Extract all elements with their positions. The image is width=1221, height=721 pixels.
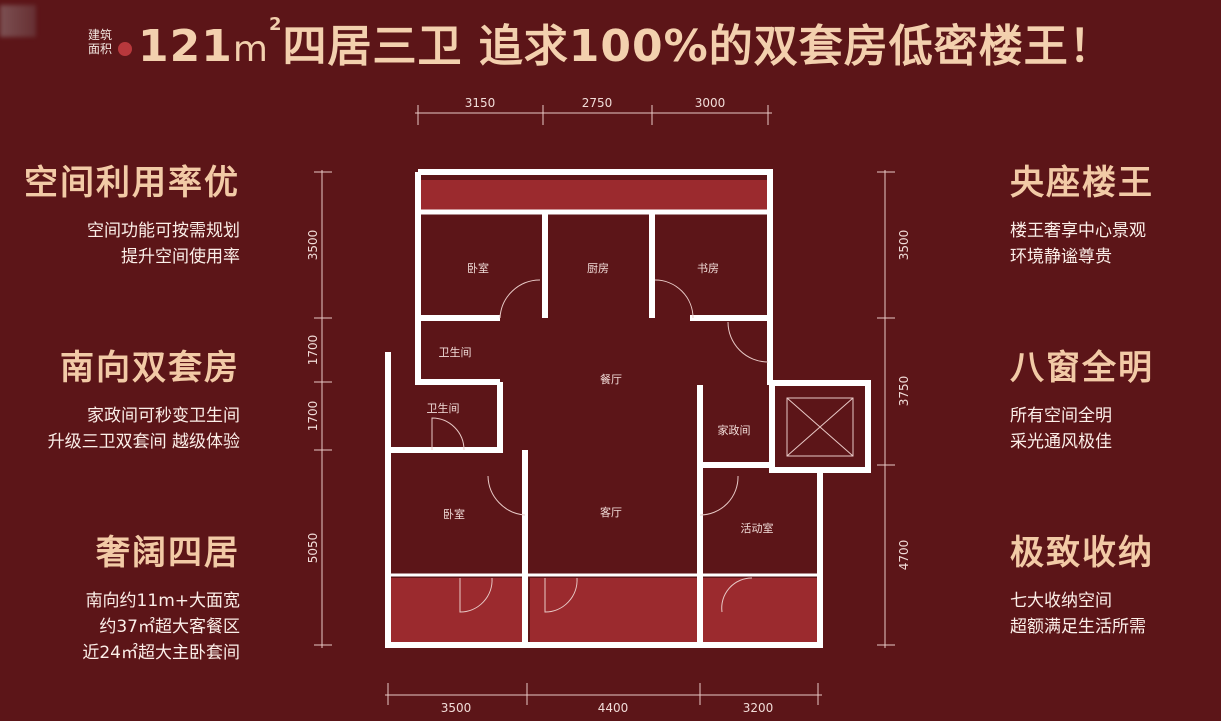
dim-top-3: 3000 (695, 96, 726, 110)
feature-space-efficiency: 空间利用率优 空间功能可按需规划 提升空间使用率 (0, 155, 240, 270)
dim-right-3: 4700 (897, 540, 911, 571)
feature-line: 环境静谧尊贵 (1010, 247, 1112, 267)
seal-icon (118, 42, 132, 56)
feature-heading: 极致收纳 (1010, 533, 1154, 573)
dim-right-1: 3500 (897, 230, 911, 261)
feature-line: 超额满足生活所需 (1010, 617, 1146, 637)
room-bathroom-2: 卫生间 (427, 401, 460, 415)
room-bathroom-1: 卫生间 (439, 345, 472, 359)
feature-line: 近24㎡超大主卧套间 (82, 643, 240, 663)
feature-line: 楼王奢享中心景观 (1010, 221, 1146, 241)
dimension-lines (314, 105, 895, 705)
area-label-line2: 面积 (88, 42, 113, 56)
room-study: 书房 (697, 262, 719, 275)
title-headline: 121m2四居三卫 追求100%的双套房低密楼王！ (138, 10, 1114, 74)
title-sup: 2 (268, 14, 283, 35)
feature-heading: 奢阔四居 (96, 533, 240, 573)
title-number: 121 (138, 21, 233, 72)
feature-south-suites: 南向双套房 家政间可秒变卫生间 升级三卫双套间 越级体验 (0, 340, 240, 455)
feature-heading: 南向双套房 (60, 348, 240, 388)
area-label: 建筑面积 (88, 28, 116, 56)
dim-left-3: 1700 (306, 401, 320, 432)
room-activity: 活动室 (741, 521, 774, 535)
feature-line: 所有空间全明 (1010, 406, 1112, 426)
dim-left-1: 3500 (306, 230, 320, 261)
room-kitchen: 厨房 (587, 262, 609, 275)
room-housekeeping: 家政间 (718, 423, 751, 437)
feature-line: 南向约11m+大面宽 (85, 591, 240, 611)
dim-top-2: 2750 (582, 96, 613, 110)
dim-left-2: 1700 (306, 335, 320, 366)
feature-line: 空间功能可按需规划 (87, 221, 240, 241)
feature-heading: 八窗全明 (1010, 348, 1154, 388)
feature-heading: 央座楼王 (1010, 163, 1154, 203)
room-bedroom-south: 卧室 (443, 507, 465, 521)
feature-line: 采光通风极佳 (1010, 432, 1112, 452)
title-unit: m (232, 29, 269, 70)
feature-eight-windows: 八窗全明 所有空间全明 采光通风极佳 (1010, 340, 1221, 455)
area-label-line1: 建筑 (88, 28, 113, 42)
page-title: 建筑面积 121m2四居三卫 追求100%的双套房低密楼王！ (88, 10, 1114, 74)
feature-four-rooms: 奢阔四居 南向约11m+大面宽 约37㎡超大客餐区 近24㎡超大主卧套间 (0, 525, 240, 666)
dim-top-1: 3150 (465, 96, 496, 110)
room-bedroom-north: 卧室 (467, 261, 489, 275)
feature-line: 升级三卫双套间 越级体验 (47, 432, 240, 452)
walls (385, 169, 871, 648)
dim-bottom-1: 3500 (441, 701, 472, 715)
feature-storage: 极致收纳 七大收纳空间 超额满足生活所需 (1010, 525, 1221, 640)
dim-left-4: 5050 (306, 533, 320, 564)
feature-heading: 空间利用率优 (24, 163, 240, 203)
room-dining: 餐厅 (600, 372, 622, 386)
feature-central-building: 央座楼王 楼王奢享中心景观 环境静谧尊贵 (1010, 155, 1221, 270)
dim-bottom-2: 4400 (598, 701, 629, 715)
dim-bottom-3: 3200 (743, 701, 774, 715)
dim-right-2: 3750 (897, 376, 911, 407)
feature-line: 家政间可秒变卫生间 (87, 406, 240, 426)
blurred-logo (0, 5, 36, 37)
title-text: 四居三卫 追求100%的双套房低密楼王！ (282, 21, 1114, 72)
feature-line: 提升空间使用率 (121, 247, 240, 267)
feature-line: 七大收纳空间 (1010, 591, 1112, 611)
feature-line: 约37㎡超大客餐区 (99, 617, 240, 637)
room-living: 客厅 (600, 505, 622, 519)
doors-and-elevator (431, 279, 854, 613)
